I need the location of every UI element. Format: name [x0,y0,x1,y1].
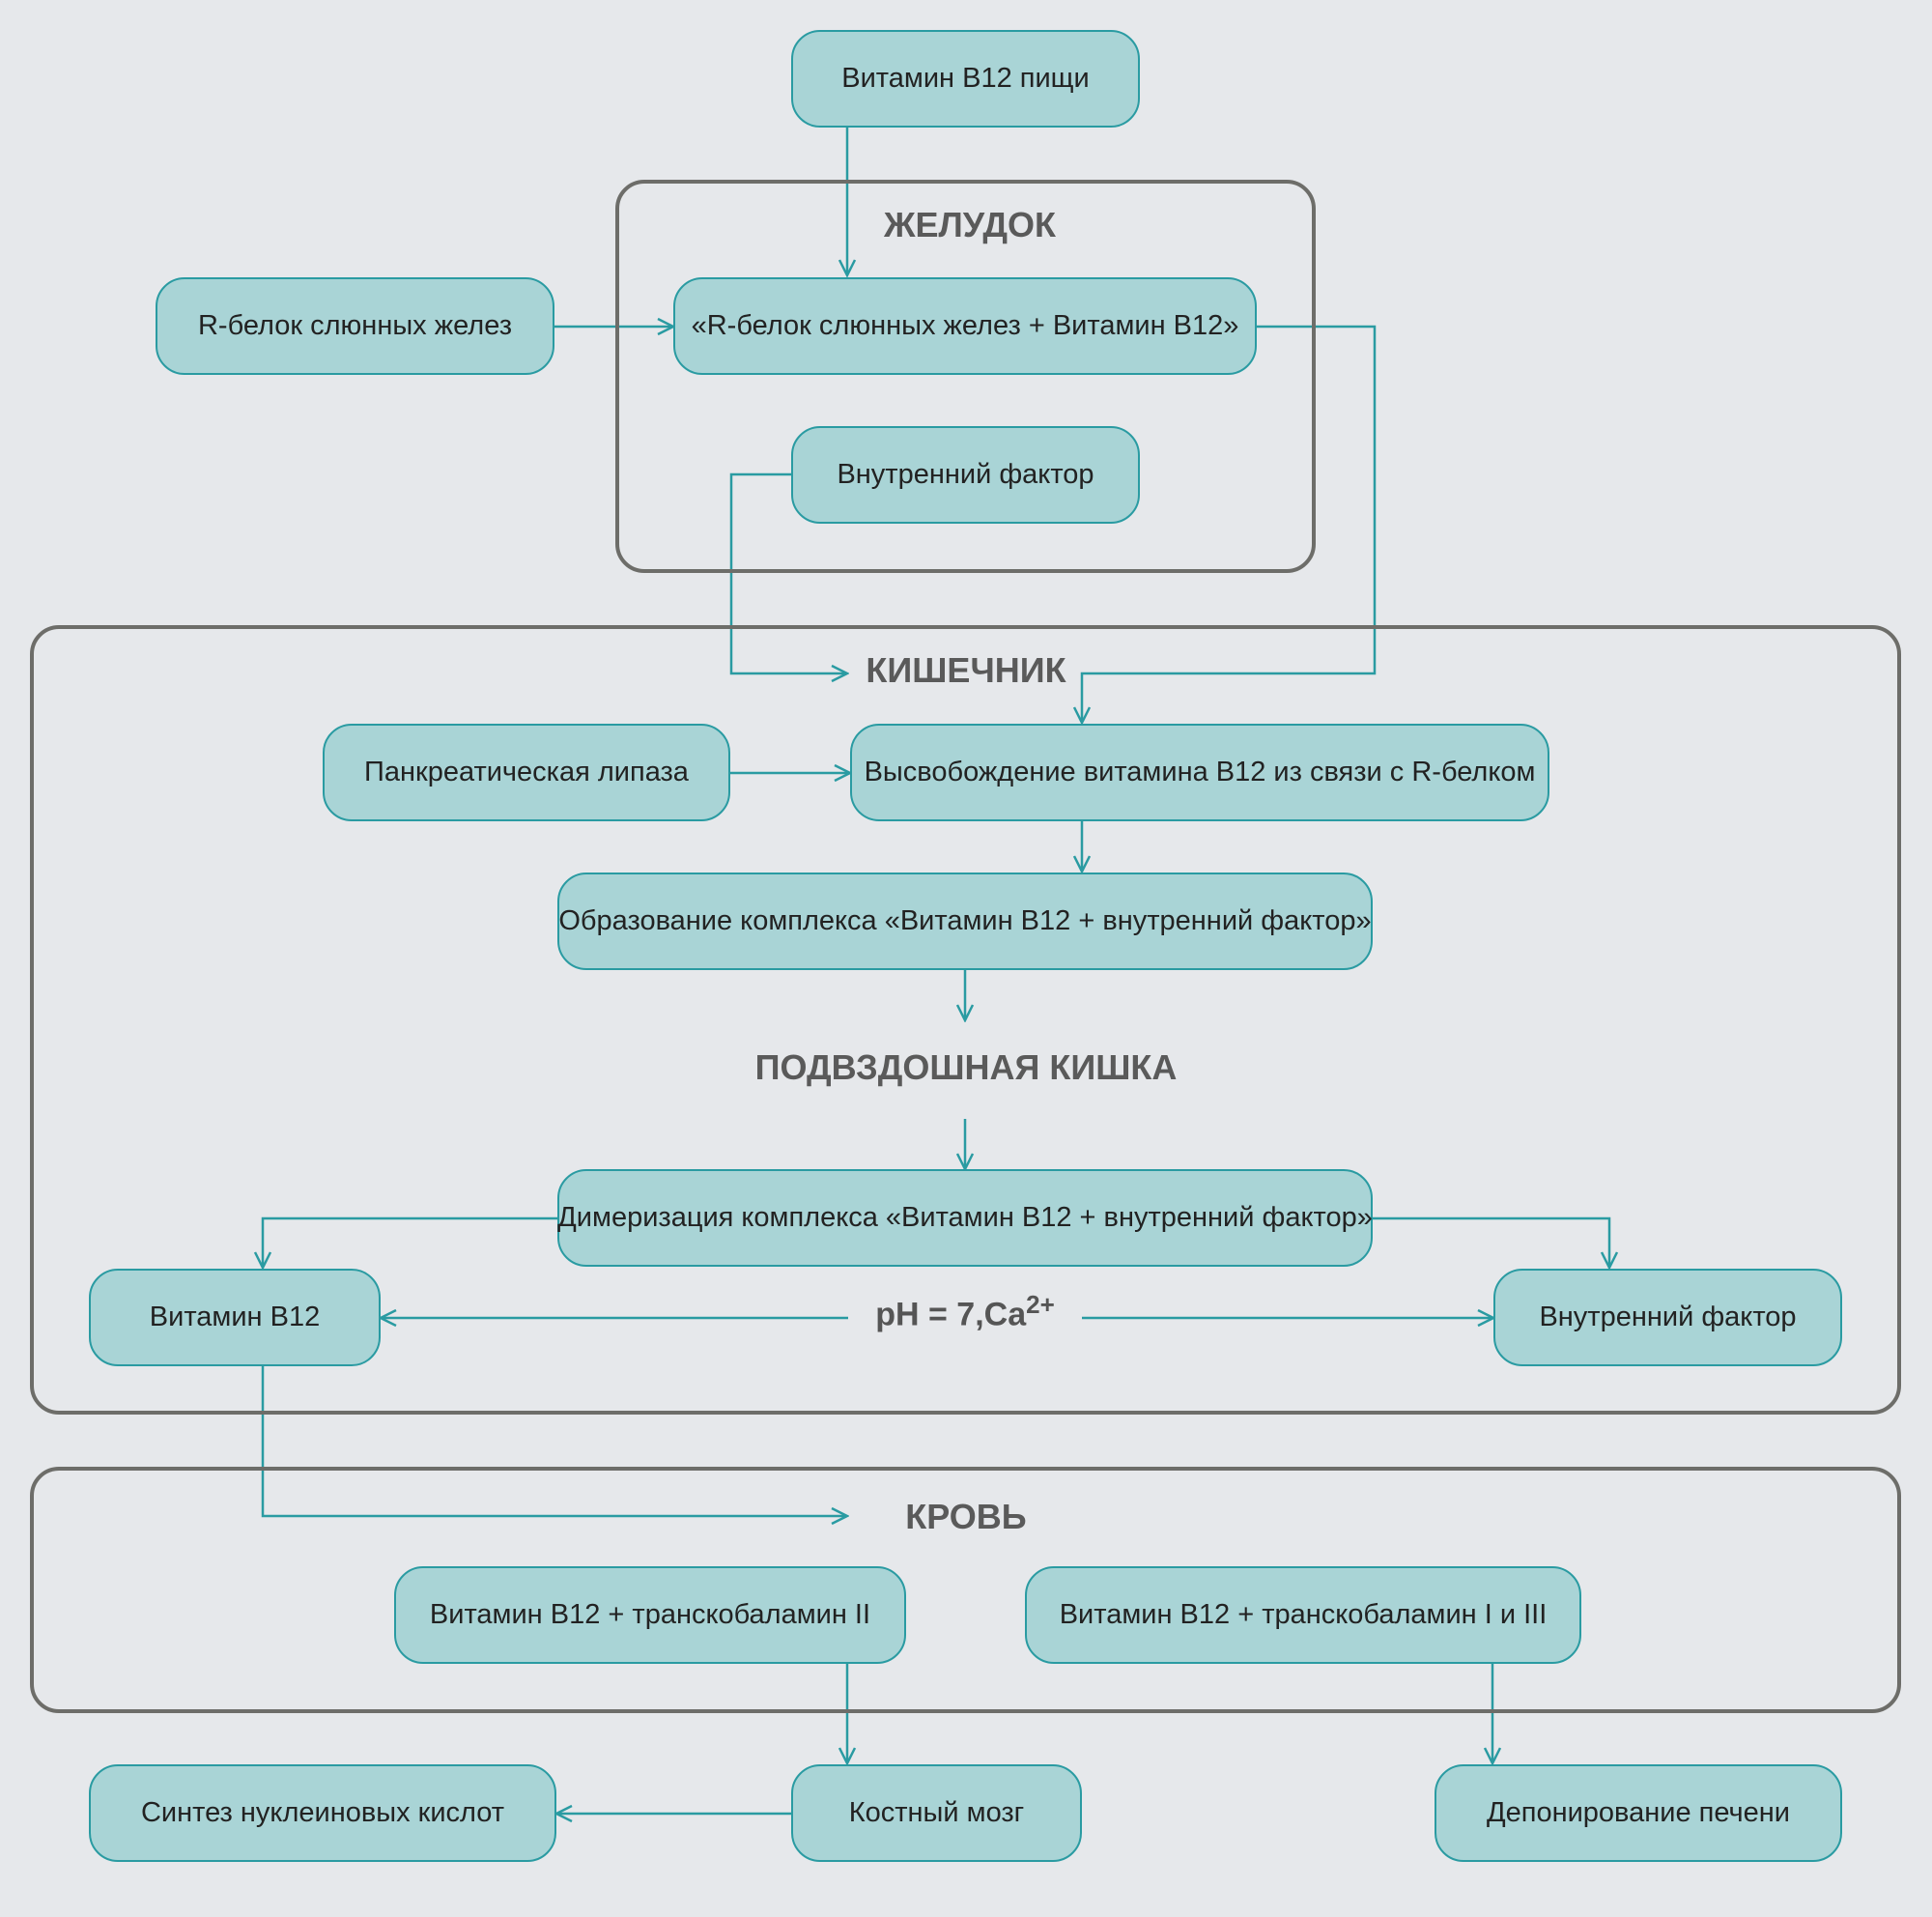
arrow-b12-to-blood [261,1366,847,1516]
intestine-region [30,625,1901,1415]
b12-tc2-node: Витамин B12 + транскобаламин II [394,1566,906,1664]
stomach-label: ЖЕЛУДОК [884,205,1056,244]
r-protein-b12-node: «R-белок слюнных желез + Витамин B12» [673,277,1257,375]
condition-sup: 2+ [1026,1290,1055,1319]
ileum-label: ПОДВЗДОШНАЯ КИШКА [754,1047,1178,1087]
blood-region [30,1467,1901,1713]
arrow-dimerization-to-b12 [263,1216,557,1268]
intestine-label: КИШЕЧНИК [866,650,1066,690]
arrow-if-to-intestine [729,472,847,673]
b12-node: Витамин B12 [89,1269,381,1366]
arrow-complex-to-release [1082,325,1377,723]
food-b12-node: Витамин B12 пищи [791,30,1140,128]
condition-text: pH = 7,Ca [875,1296,1027,1333]
stomach-region [615,180,1316,573]
dimerization-node: Димеризация комплекса «Витамин B12 + вну… [557,1169,1373,1267]
r-protein-node: R-белок слюнных желез [156,277,554,375]
intrinsic-factor-node: Внутренний фактор [791,426,1140,524]
release-b12-node: Высвобождение витамина B12 из связи с R-… [850,724,1549,821]
arrow-dimerization-to-if [1373,1216,1609,1268]
intrinsic-factor-released-node: Внутренний фактор [1493,1269,1842,1366]
bone-marrow-node: Костный мозг [791,1764,1082,1862]
b12-tc13-node: Витамин B12 + транскобаламин I и III [1025,1566,1581,1664]
pancreatic-lipase-node: Панкреатическая липаза [323,724,730,821]
liver-storage-node: Депонирование печени [1435,1764,1842,1862]
nucleic-synthesis-node: Синтез нуклеиновых кислот [89,1764,556,1862]
blood-label: КРОВЬ [905,1497,1027,1536]
complex-formation-node: Образование комплекса «Витамин B12 + вну… [557,873,1373,970]
condition-label: pH = 7,Ca2+ [848,1290,1082,1333]
